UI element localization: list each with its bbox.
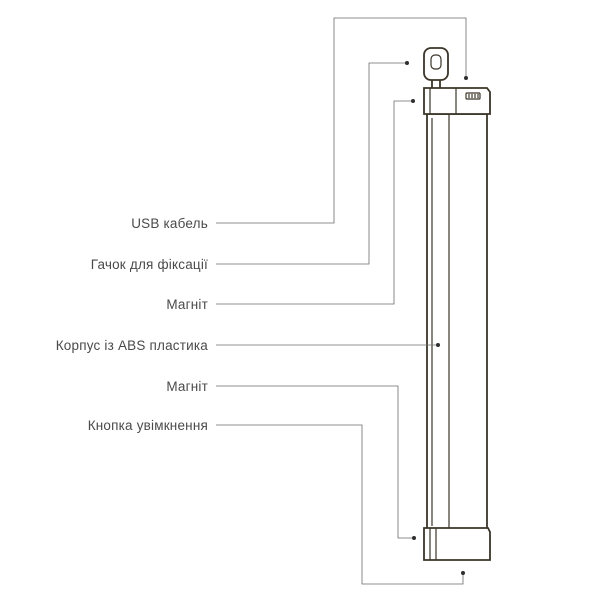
hook-shape [423, 47, 449, 88]
tube-body [426, 113, 488, 531]
leader-hook [216, 62, 405, 265]
label-abs-body: Корпус із ABS пластика [56, 338, 209, 353]
label-hook: Гачок для фіксації [91, 257, 208, 272]
dot-usb-cable [464, 76, 468, 80]
bottom-cap [423, 527, 491, 561]
leader-usb-cable [216, 17, 467, 224]
dot-hook [405, 61, 409, 65]
leader-magnet-top [216, 100, 411, 305]
leader-magnet-bottom [216, 385, 412, 539]
label-magnet-top: Магніт [166, 297, 208, 312]
dot-magnet-top [411, 99, 415, 103]
leader-lines [216, 17, 468, 585]
callout-labels: USB кабель Гачок для фіксації Магніт Кор… [56, 216, 209, 433]
dot-power-button [461, 571, 465, 575]
top-cap [423, 87, 491, 115]
label-power-button: Кнопка увімкнення [88, 418, 208, 433]
dot-magnet-bottom [412, 536, 416, 540]
label-usb-cable: USB кабель [131, 216, 208, 231]
label-magnet-bottom: Магніт [166, 379, 208, 394]
lamp-illustration [423, 47, 491, 561]
leader-power-button [216, 424, 464, 585]
dot-abs-body [436, 343, 440, 347]
